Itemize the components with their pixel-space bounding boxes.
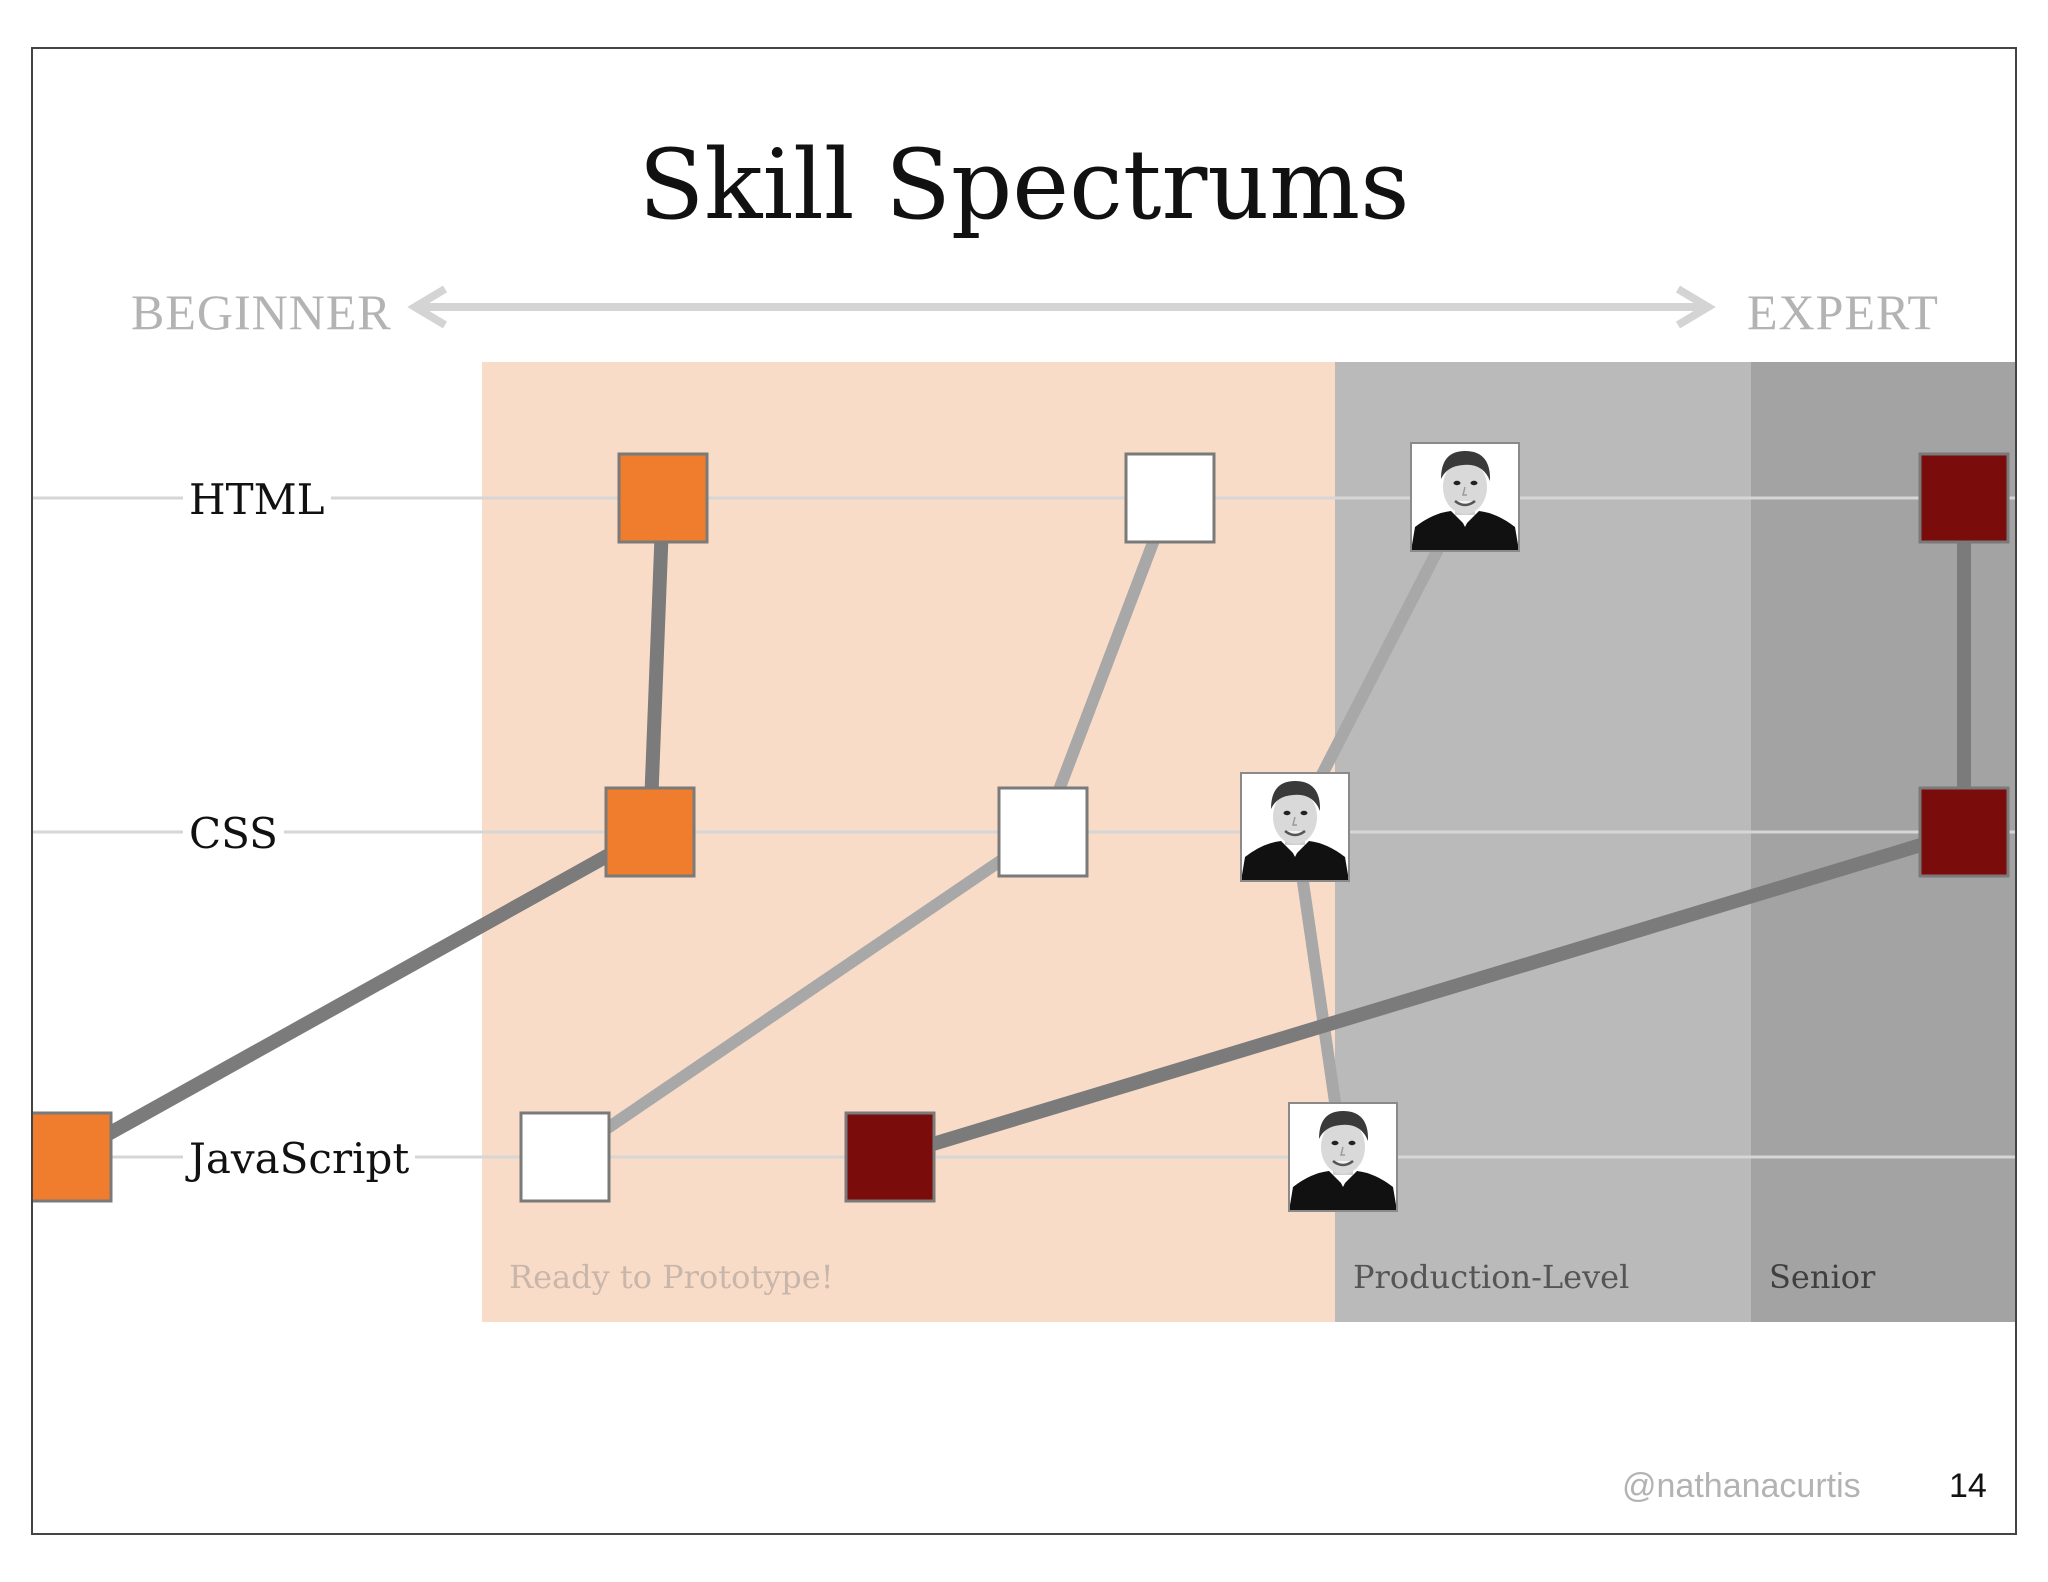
slide: Skill Spectrums BEGINNER EXPERT (31, 47, 2017, 1535)
author-handle: @nathanacurtis (1622, 1467, 1861, 1505)
darkred-marker-html (1918, 452, 2010, 544)
photo-icon-javascript (1289, 1103, 1397, 1211)
darkred-marker-javascript (844, 1111, 936, 1203)
profile-line-orange (63, 497, 670, 1164)
slide-title: Skill Spectrums (638, 129, 1410, 241)
skill-label-css: CSS (183, 813, 284, 855)
page-number: 14 (1949, 1467, 1987, 1505)
white-marker-css (997, 786, 1089, 878)
beginner-label: BEGINNER (131, 284, 392, 340)
darkred-marker-css (1918, 786, 2010, 878)
zone-label-production: Production-Level (1353, 1258, 1630, 1296)
expert-label: EXPERT (1747, 284, 1939, 340)
orange-marker-css (604, 786, 696, 878)
zone-label-prototype: Ready to Prototype! (509, 1258, 834, 1296)
skill-spectrum-diagram (33, 285, 2015, 1535)
zone-production (1335, 362, 1751, 1322)
skill-label-javascript: JavaScript (183, 1138, 416, 1180)
orange-marker-javascript (33, 1111, 113, 1203)
skill-label-html: HTML (183, 479, 331, 521)
beginner-expert-arrow (407, 285, 1716, 329)
white-marker-html (1124, 452, 1216, 544)
photo-icon-html (1411, 443, 1519, 551)
white-marker-javascript (519, 1111, 611, 1203)
zone-label-senior: Senior (1769, 1258, 1876, 1296)
orange-marker-html (617, 452, 709, 544)
photo-icon-css (1241, 773, 1349, 881)
